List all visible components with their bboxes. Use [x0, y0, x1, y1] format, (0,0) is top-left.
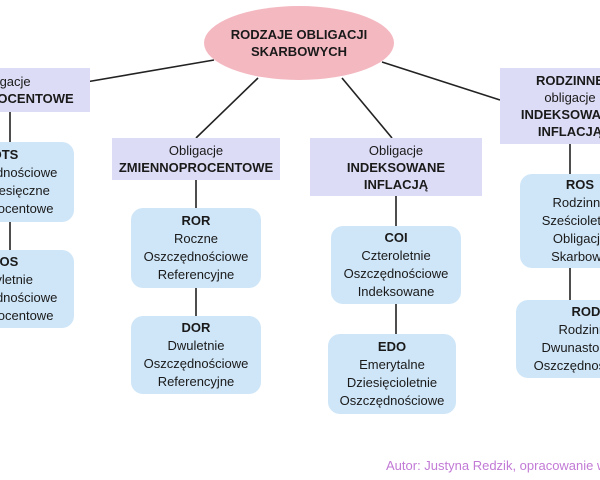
leaf-edo-code: EDO — [377, 339, 407, 354]
leaf-coi-line1: Czteroletnie — [361, 248, 431, 263]
category-rodzinne-line1: RODZINNE — [536, 73, 600, 88]
category-rodzinne-line3: INDEKSOWANE — [520, 107, 600, 122]
leaf-edo: EDO Emerytalne Dziesięcioletnie Oszczędn… — [328, 334, 456, 414]
category-stale-line1: obligacje — [0, 74, 31, 89]
connector-root-stale — [85, 59, 215, 83]
leaf-coi-code: COI — [384, 230, 408, 245]
leaf-ots-code: OTS — [0, 147, 19, 162]
leaf-ror: ROR Roczne Oszczędnościowe Referencyjne — [131, 208, 261, 288]
category-indeksowane: Obligacje INDEKSOWANE INFLACJĄ — [310, 138, 482, 196]
leaf-edo-line1: Emerytalne — [359, 357, 425, 372]
leaf-coi: COI Czteroletnie Oszczędnościowe Indekso… — [331, 226, 461, 304]
category-indeksowane-line1: Obligacje — [368, 142, 424, 158]
leaf-dor-line3: Referencyjne — [157, 374, 235, 389]
leaf-ots-line1: Oszczędnościowe — [0, 165, 58, 180]
category-zmienne-line2: ZMIENNOPROCENTOWE — [118, 160, 274, 175]
leaf-dor: DOR Dwuletnie Oszczędnościowe Referencyj… — [131, 316, 261, 394]
category-zmienne: Obligacje ZMIENNOPROCENTOWE — [112, 138, 280, 180]
leaf-ots-line3: Stałoprocentowe — [0, 201, 54, 216]
leaf-tos-line1: Trzyletnie — [0, 272, 33, 287]
category-rodzinne: RODZINNE obligacje INDEKSOWANE INFLACJĄ — [500, 68, 600, 144]
category-zmienne-line1: Obligacje — [168, 143, 224, 158]
leaf-edo-line3: Oszczędnościowe — [339, 393, 445, 408]
leaf-rod-line2: Dwunastoletnie — [541, 340, 600, 355]
leaf-tos-line2: Oszczędnościowe — [0, 290, 58, 305]
connector-root-rodzinne — [381, 61, 501, 101]
leaf-edo-line2: Dziesięcioletnie — [346, 375, 438, 390]
leaf-dor-code: DOR — [181, 320, 211, 335]
leaf-ots-line2: Trzymiesięczne — [0, 183, 50, 198]
category-rodzinne-line4: INFLACJĄ — [537, 124, 600, 139]
author-credit: Autor: Justyna Redzik, opracowanie własn… — [386, 458, 600, 473]
connector-root-zmienne — [195, 77, 259, 139]
leaf-rod-code: ROD — [571, 304, 600, 319]
leaf-dor-line1: Dwuletnie — [167, 338, 225, 353]
leaf-ror-line3: Referencyjne — [157, 267, 235, 282]
leaf-rod: ROD Rodzinne Dwunastoletnie Oszczędności… — [516, 300, 600, 378]
leaf-rod-line3: Oszczędnościowe — [533, 358, 600, 373]
leaf-ros: ROS Rodzinne Sześcioletnie Obligacje Ska… — [520, 174, 600, 268]
leaf-ros-line3: Obligacje — [552, 231, 600, 246]
root-title-line1: RODZAJE OBLIGACJI — [230, 27, 368, 42]
leaf-ots: OTS Oszczędnościowe Trzymiesięczne Stało… — [0, 142, 74, 222]
leaf-ros-line1: Rodzinne — [552, 195, 600, 210]
leaf-ror-code: ROR — [181, 213, 211, 228]
leaf-tos: TOS Trzyletnie Oszczędnościowe Stałoproc… — [0, 250, 74, 328]
connector-root-indeksowane — [341, 77, 393, 139]
root-title-line2: SKARBOWYCH — [250, 44, 348, 59]
leaf-ror-line2: Oszczędnościowe — [143, 249, 249, 264]
category-indeksowane-line2: INDEKSOWANE — [346, 159, 446, 175]
leaf-rod-line1: Rodzinne — [558, 322, 600, 337]
leaf-coi-line3: Indeksowane — [357, 284, 435, 299]
category-rodzinne-line2: obligacje — [544, 90, 596, 105]
leaf-tos-line3: Stałoprocentowe — [0, 308, 54, 323]
leaf-dor-line2: Oszczędnościowe — [143, 356, 249, 371]
leaf-ros-line4: Skarbowe — [551, 249, 600, 264]
leaf-coi-line2: Oszczędnościowe — [343, 266, 449, 281]
leaf-tos-code: TOS — [0, 254, 19, 269]
leaf-ror-line1: Roczne — [173, 231, 219, 246]
category-stale-line2: STAŁOPROCENTOWE — [0, 91, 74, 106]
category-stale: obligacje STAŁOPROCENTOWE — [0, 68, 90, 112]
category-indeksowane-line3: INFLACJĄ — [363, 176, 429, 192]
leaf-ros-line2: Sześcioletnie — [541, 213, 600, 228]
root-node: RODZAJE OBLIGACJI SKARBOWYCH — [204, 6, 394, 80]
leaf-ros-code: ROS — [565, 177, 595, 192]
